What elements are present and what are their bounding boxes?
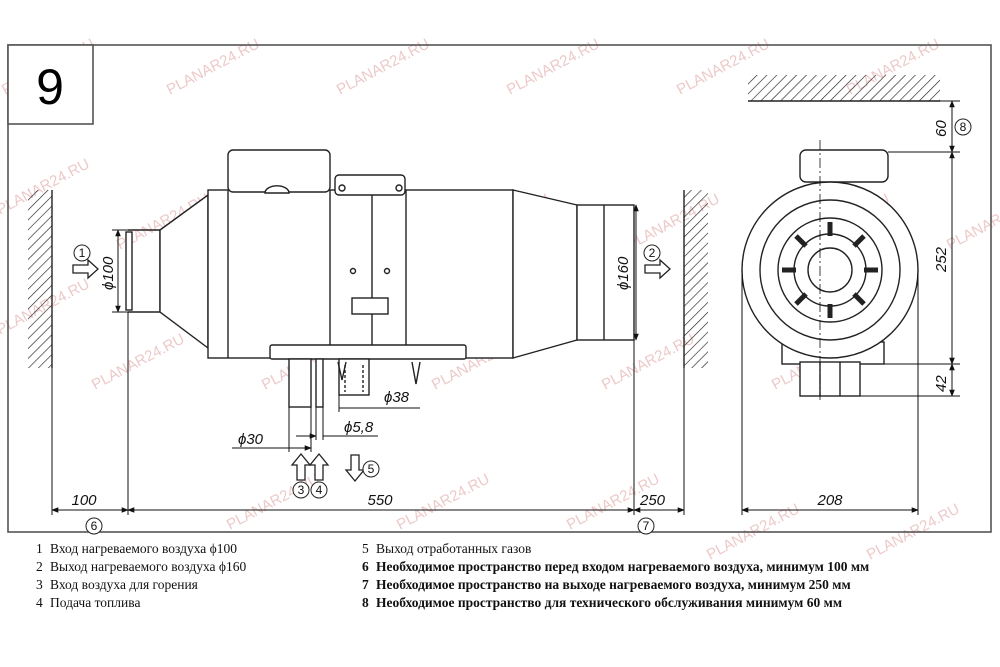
dim-height-60: 60 [933, 120, 950, 137]
watermark: PLANAR24.RU [394, 470, 493, 533]
flow-arrows [72, 258, 671, 483]
wall-left [28, 190, 52, 368]
combustion-air-arrow-icon [290, 452, 312, 481]
inlet-arrow-icon [72, 258, 99, 280]
watermark: PLANAR24.RU [89, 330, 188, 393]
dim-diameter-5-8: ϕ5,8 [344, 419, 374, 436]
dim-diameter-100: ϕ100 [100, 256, 117, 290]
callout-8: 8 [960, 120, 967, 134]
callout-5: 5 [368, 462, 375, 476]
dim-height-252: 252 [933, 246, 950, 273]
dim-length-250: 250 [639, 492, 666, 509]
callout-3: 3 [298, 483, 305, 497]
outlet-arrow-icon [644, 258, 671, 280]
dim-diameter-38: ϕ38 [384, 389, 410, 406]
heater-side-view [125, 149, 635, 408]
dim-diameter-30: ϕ30 [238, 431, 264, 448]
exhaust-arrow-icon [344, 454, 366, 483]
callouts: 1 2 3 4 5 6 7 8 [73, 118, 972, 535]
callout-4: 4 [316, 483, 323, 497]
heater-front-view [741, 149, 919, 397]
watermark: PLANAR24.RU [224, 470, 323, 533]
callout-6: 6 [91, 519, 98, 533]
dim-width-208: 208 [816, 492, 843, 509]
dim-length-550: 550 [367, 492, 393, 509]
callout-1: 1 [79, 246, 86, 260]
dim-length-100: 100 [71, 492, 97, 509]
wall-top [748, 75, 940, 101]
dim-diameter-160: ϕ160 [615, 256, 632, 290]
dim-height-42: 42 [933, 375, 950, 392]
dimension-lines [51, 100, 960, 515]
panel-number-box [7, 44, 94, 125]
callout-2: 2 [649, 246, 656, 260]
wall-right [684, 190, 708, 368]
fuel-supply-arrow-icon [308, 452, 330, 481]
drawing-frame [7, 44, 992, 533]
panel-number: 9 [36, 59, 64, 115]
dimension-labels: ϕ100 ϕ160 ϕ30 ϕ5,8 ϕ38 100 550 250 208 6… [71, 120, 950, 509]
callout-7: 7 [643, 519, 650, 533]
